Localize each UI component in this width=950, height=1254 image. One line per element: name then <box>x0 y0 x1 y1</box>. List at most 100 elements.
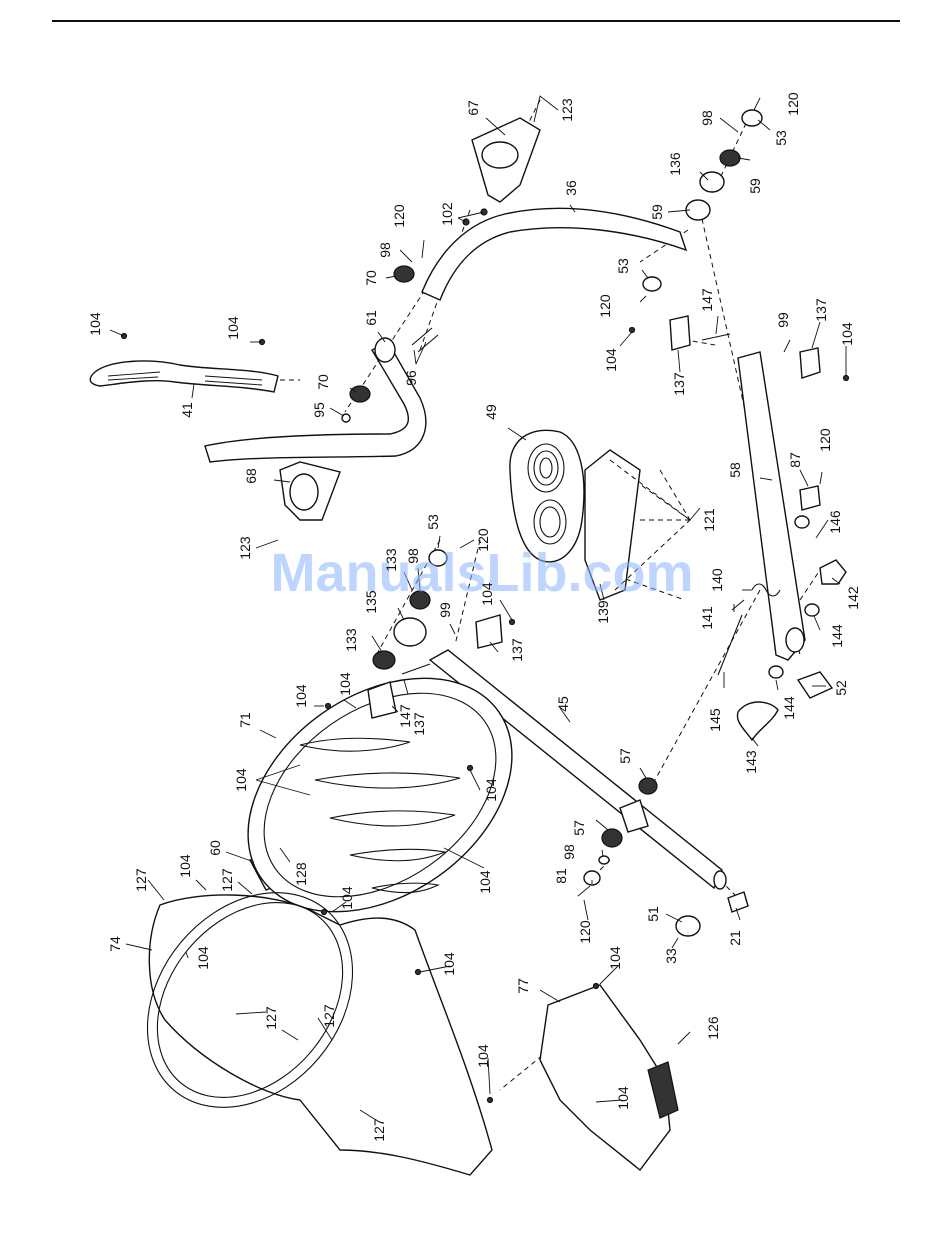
part-label-104: 104 <box>195 946 211 970</box>
bolt-96b <box>417 334 439 353</box>
pedal-arm-45-collar <box>619 799 649 833</box>
part-label-98: 98 <box>405 548 421 564</box>
part-label-104: 104 <box>615 1086 631 1110</box>
shroud-74-ring-inner <box>156 902 344 1098</box>
pedal-arm-58 <box>737 351 806 661</box>
cover-67-opening <box>481 141 519 169</box>
bracket-137d <box>367 681 397 719</box>
grip-41 <box>89 360 279 393</box>
screw-104e <box>508 618 516 626</box>
part-label-74: 74 <box>107 936 123 952</box>
part-label-144: 144 <box>781 696 797 720</box>
part-label-53: 53 <box>425 514 441 530</box>
shroud-77-grille <box>647 1061 679 1119</box>
part-label-120: 120 <box>597 294 613 318</box>
part-label-87: 87 <box>787 452 803 468</box>
part-label-121: 121 <box>701 508 717 532</box>
part-label-141: 141 <box>699 606 715 630</box>
part-label-57: 57 <box>617 748 633 764</box>
part-label-136: 136 <box>667 152 683 176</box>
part-label-137: 137 <box>671 372 687 396</box>
screw-104i <box>414 968 422 976</box>
washer-144a <box>804 603 820 617</box>
part-label-59: 59 <box>747 178 763 194</box>
part-label-77: 77 <box>515 978 531 994</box>
pedal-plate-139 <box>584 449 641 601</box>
part-label-123: 123 <box>237 536 253 560</box>
part-label-81: 81 <box>553 868 569 884</box>
cover-68-opening <box>289 473 319 511</box>
part-label-70: 70 <box>363 270 379 286</box>
part-label-41: 41 <box>179 402 195 418</box>
knob-142 <box>819 559 847 585</box>
shroud-74 <box>148 894 493 1176</box>
part-label-145: 145 <box>707 708 723 732</box>
part-label-104: 104 <box>225 316 241 340</box>
part-label-71: 71 <box>237 712 253 728</box>
part-label-104: 104 <box>339 886 355 910</box>
part-label-140: 140 <box>709 568 725 592</box>
screw-104k <box>486 1096 494 1104</box>
bracket-137b <box>799 347 821 379</box>
grip-41-texture <box>107 371 263 386</box>
part-label-21: 21 <box>727 930 743 946</box>
washer-53a <box>741 109 763 127</box>
part-label-95: 95 <box>311 402 327 418</box>
part-label-120: 120 <box>577 920 593 944</box>
part-label-137: 137 <box>813 298 829 322</box>
part-label-142: 142 <box>845 586 861 610</box>
upright-arm-36 <box>421 207 688 301</box>
part-label-67: 67 <box>465 100 481 116</box>
part-label-104: 104 <box>483 778 499 802</box>
leader-lines <box>109 95 847 1121</box>
screw-104h <box>320 908 328 916</box>
part-label-104: 104 <box>477 870 493 894</box>
bearing-57a <box>638 777 658 795</box>
part-label-57: 57 <box>571 820 587 836</box>
screw-104g <box>466 764 474 772</box>
part-label-98: 98 <box>699 110 715 126</box>
watermark: ManualsLib.com <box>270 543 693 603</box>
screw-104d <box>842 374 850 382</box>
cap-21 <box>727 891 749 913</box>
bearing-70a <box>393 265 415 283</box>
bracket-87-nut <box>794 515 810 529</box>
part-label-33: 33 <box>663 948 679 964</box>
part-label-49: 49 <box>483 404 499 420</box>
shroud-77 <box>539 984 671 1171</box>
part-label-59: 59 <box>649 204 665 220</box>
washer-53b <box>642 276 662 292</box>
part-label-143: 143 <box>743 750 759 774</box>
washer-81 <box>583 870 601 886</box>
bushing-136 <box>699 171 725 193</box>
part-label-98: 98 <box>377 242 393 258</box>
part-label-102: 102 <box>439 202 455 226</box>
part-label-127: 127 <box>219 868 235 892</box>
part-label-104: 104 <box>233 768 249 792</box>
part-label-52: 52 <box>833 680 849 696</box>
part-label-104: 104 <box>603 348 619 372</box>
part-label-128: 128 <box>293 862 309 886</box>
part-label-60: 60 <box>207 840 223 856</box>
part-label-123: 123 <box>559 98 575 122</box>
part-label-104: 104 <box>293 684 309 708</box>
shield-71 <box>247 677 513 913</box>
pedal-49-treads <box>527 443 567 545</box>
part-label-133: 133 <box>383 548 399 572</box>
part-label-127: 127 <box>263 1006 279 1030</box>
pedal-arm-45-end <box>713 870 727 890</box>
part-label-104: 104 <box>475 1044 491 1068</box>
part-label-70: 70 <box>315 374 331 390</box>
pin-145 <box>717 614 743 676</box>
part-label-127: 127 <box>133 868 149 892</box>
axle-147a <box>701 333 731 341</box>
bracket-87 <box>799 485 821 511</box>
part-label-144: 144 <box>829 624 845 648</box>
spring-140 <box>751 583 781 597</box>
part-label-104: 104 <box>177 854 193 878</box>
part-label-120: 120 <box>785 92 801 116</box>
bearing-133a <box>409 590 431 610</box>
part-label-45: 45 <box>555 696 571 712</box>
